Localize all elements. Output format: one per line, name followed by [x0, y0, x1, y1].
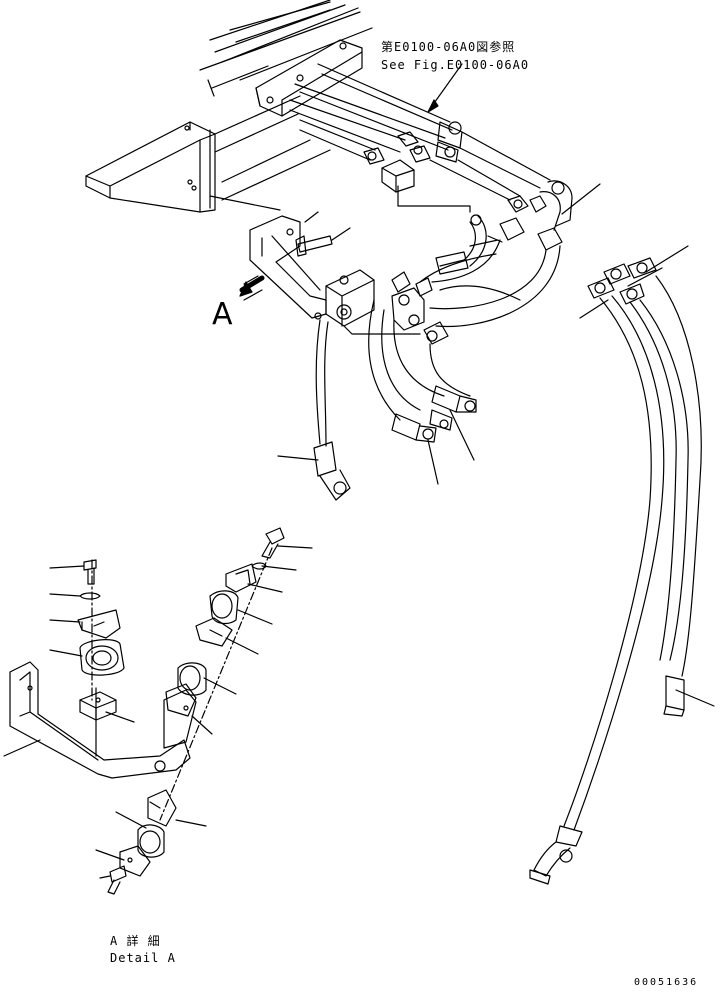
reference-arrow: [428, 64, 462, 112]
leader-lines-upper: [278, 184, 714, 706]
detail-a-exploded-view: [10, 528, 284, 894]
reference-note-jp: 第E0100-06A0図参照: [381, 40, 516, 54]
drawing-number: 00051636: [634, 977, 699, 988]
reference-note-en: See Fig.E0100-06A0: [381, 58, 530, 72]
detail-caption-en: Detail A: [110, 951, 176, 965]
leader-lines-detail: [4, 546, 312, 878]
view-marker-a: A: [212, 297, 233, 332]
detail-caption-jp: A 詳 細: [110, 934, 161, 948]
upper-fittings: [364, 122, 572, 326]
view-a-arrow: [240, 276, 262, 300]
long-hoses: [530, 258, 701, 884]
machine-frame: [86, 0, 452, 212]
manifold-bracket: [250, 216, 520, 500]
